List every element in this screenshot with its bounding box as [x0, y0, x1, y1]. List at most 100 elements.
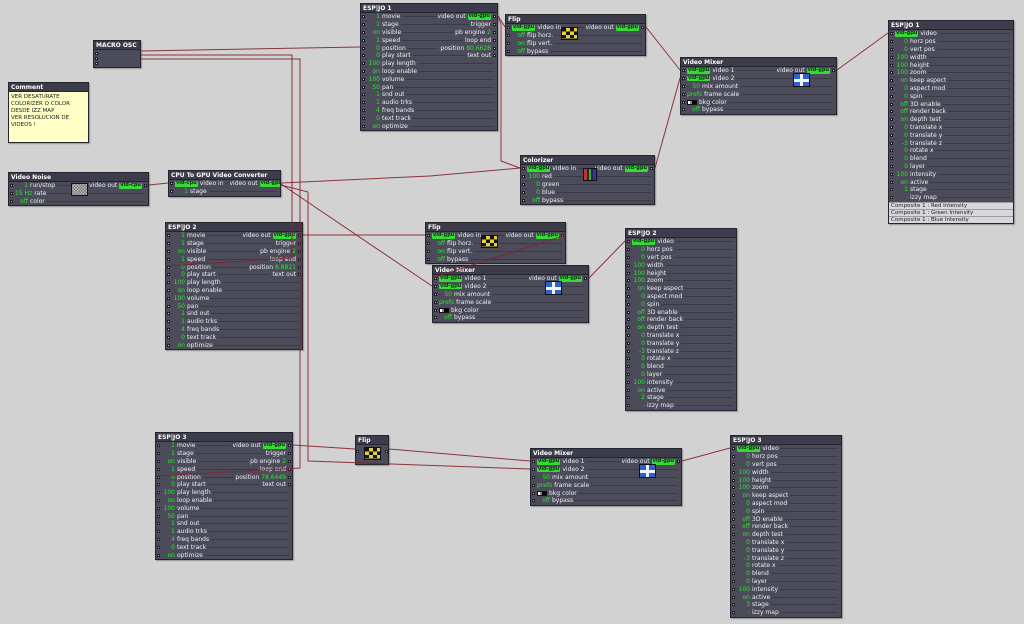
- input-port[interactable]: [890, 180, 893, 184]
- input-port[interactable]: [362, 69, 365, 73]
- input-value[interactable]: on: [167, 496, 175, 504]
- input-value[interactable]: 0: [641, 355, 645, 363]
- output-port[interactable]: [288, 475, 291, 479]
- input-port[interactable]: [890, 133, 893, 137]
- input-port[interactable]: [167, 234, 170, 238]
- input-port[interactable]: [522, 167, 525, 171]
- input-port[interactable]: [507, 49, 510, 53]
- input-port[interactable]: [362, 124, 365, 128]
- input-port[interactable]: [532, 468, 535, 472]
- input-value[interactable]: 100: [163, 504, 175, 512]
- input-port[interactable]: [732, 564, 735, 568]
- output-port[interactable]: [288, 467, 291, 471]
- input-port[interactable]: [157, 530, 160, 534]
- input-port[interactable]: [682, 92, 685, 96]
- input-value[interactable]: 0: [641, 363, 645, 371]
- input-value[interactable]: 0: [904, 131, 908, 139]
- input-port[interactable]: [732, 548, 735, 552]
- input-port[interactable]: [362, 15, 365, 19]
- input-value[interactable]: 100: [738, 468, 750, 476]
- input-port[interactable]: [427, 242, 430, 246]
- input-port[interactable]: [890, 172, 893, 176]
- input-port[interactable]: [532, 460, 535, 464]
- input-value[interactable]: 1: [171, 520, 175, 528]
- input-value[interactable]: on: [372, 67, 380, 75]
- node-flip-3[interactable]: Flip: [355, 435, 389, 465]
- input-port[interactable]: [507, 41, 510, 45]
- input-port[interactable]: [682, 100, 685, 104]
- input-port[interactable]: [157, 545, 160, 549]
- input-port[interactable]: [732, 494, 735, 498]
- output-port[interactable]: [144, 184, 147, 188]
- input-port[interactable]: [157, 475, 160, 479]
- input-port[interactable]: [507, 26, 510, 30]
- patch-wire[interactable]: [497, 15, 506, 28]
- input-value[interactable]: 1: [171, 450, 175, 458]
- input-port[interactable]: [732, 540, 735, 544]
- input-port[interactable]: [362, 62, 365, 66]
- input-value[interactable]: on: [517, 39, 525, 47]
- input-value[interactable]: off: [637, 308, 645, 316]
- input-value[interactable]: 3: [746, 601, 750, 609]
- input-value[interactable]: 0: [641, 331, 645, 339]
- input-value[interactable]: prefs: [537, 481, 553, 489]
- input-value[interactable]: 0: [904, 162, 908, 170]
- input-value[interactable]: off: [742, 523, 750, 531]
- color-swatch[interactable]: [537, 490, 547, 496]
- input-port[interactable]: [890, 118, 893, 122]
- input-value[interactable]: on: [742, 593, 750, 601]
- input-port[interactable]: [682, 84, 685, 88]
- input-value[interactable]: off: [20, 197, 28, 205]
- input-value[interactable]: 1: [376, 21, 380, 29]
- input-port[interactable]: [890, 32, 893, 36]
- input-value[interactable]: off: [444, 314, 452, 322]
- patch-wire[interactable]: [280, 167, 521, 184]
- input-value[interactable]: 1: [181, 255, 185, 263]
- input-port[interactable]: [522, 175, 525, 179]
- input-value[interactable]: 1: [181, 240, 185, 248]
- input-port[interactable]: [682, 77, 685, 81]
- input-port[interactable]: [434, 277, 437, 281]
- input-value[interactable]: on: [177, 286, 185, 294]
- input-port[interactable]: [732, 533, 735, 537]
- node-title[interactable]: Video Mixer: [681, 58, 836, 67]
- input-value[interactable]: -3: [744, 554, 750, 562]
- input-port[interactable]: [362, 38, 365, 42]
- output-port[interactable]: [650, 167, 653, 171]
- input-value[interactable]: 1: [171, 442, 175, 450]
- input-value[interactable]: off: [437, 240, 445, 248]
- input-port[interactable]: [167, 249, 170, 253]
- input-port[interactable]: [434, 308, 437, 312]
- input-value[interactable]: 1: [376, 13, 380, 21]
- input-port[interactable]: [627, 380, 630, 384]
- input-port[interactable]: [522, 182, 525, 186]
- input-port[interactable]: [627, 388, 630, 392]
- node-title[interactable]: ESP|JO 1: [361, 4, 497, 13]
- input-port[interactable]: [627, 240, 630, 244]
- input-port[interactable]: [362, 116, 365, 120]
- macro-port[interactable]: [95, 62, 98, 65]
- input-port[interactable]: [532, 475, 535, 479]
- input-port[interactable]: [627, 287, 630, 291]
- input-value[interactable]: 1: [904, 186, 908, 194]
- input-port[interactable]: [532, 491, 535, 495]
- input-port[interactable]: [170, 182, 173, 186]
- output-port[interactable]: [561, 234, 564, 238]
- input-port[interactable]: [157, 459, 160, 463]
- input-port[interactable]: [167, 327, 170, 331]
- input-value[interactable]: -3: [902, 139, 908, 147]
- input-port[interactable]: [627, 341, 630, 345]
- macro-port[interactable]: [95, 52, 98, 55]
- input-value[interactable]: off: [542, 497, 550, 505]
- input-value[interactable]: 0: [376, 44, 380, 52]
- input-value[interactable]: on: [637, 285, 645, 293]
- input-port[interactable]: [362, 46, 365, 50]
- input-value[interactable]: 0: [904, 155, 908, 163]
- input-value[interactable]: on: [167, 551, 175, 559]
- input-port[interactable]: [890, 149, 893, 153]
- input-port[interactable]: [362, 23, 365, 27]
- input-value[interactable]: off: [532, 196, 540, 204]
- input-port[interactable]: [890, 141, 893, 145]
